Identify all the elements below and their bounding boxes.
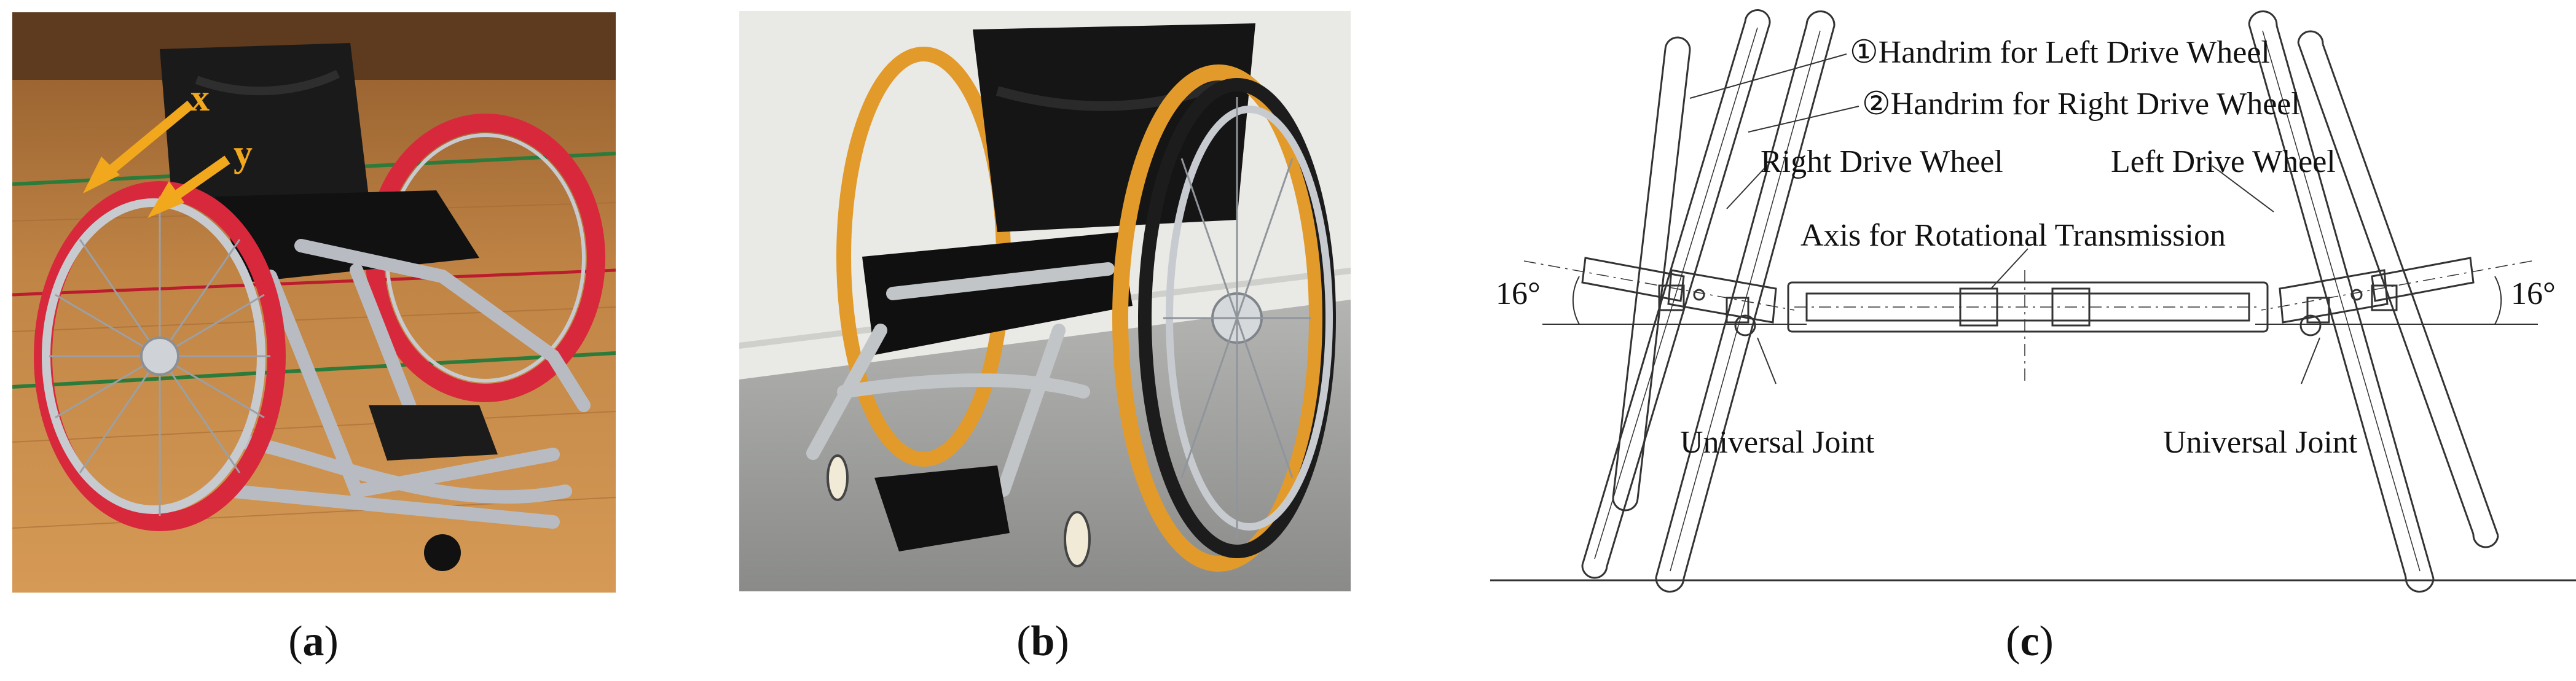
- leader-lines: [1689, 53, 2320, 384]
- right-drive-wheel-left-side: [1612, 36, 1691, 512]
- axis-label-x: x: [190, 77, 210, 119]
- left-handrim-drawing: [1581, 9, 1771, 579]
- caption-c-letter: c: [2020, 618, 2040, 665]
- anti-tip-caster: [424, 534, 461, 571]
- axis-for-rotational-transmission: [1787, 270, 2269, 381]
- caption-b-letter: b: [1031, 618, 1055, 665]
- photo-b-wheelchair: [739, 11, 1351, 591]
- drive-mechanism-diagram: ①Handrim for Left Drive Wheel ②Handrim f…: [1490, 9, 2576, 593]
- caption-a-letter: a: [302, 618, 324, 665]
- label-axis-rotational-transmission: Axis for Rotational Transmission: [1800, 218, 2226, 253]
- backrest: [973, 23, 1255, 232]
- seat: [215, 190, 479, 282]
- label-handrim-right-drive-wheel: ②Handrim for Right Drive Wheel: [1862, 87, 2300, 122]
- right-tire: [1112, 64, 1325, 572]
- caster-right: [1064, 511, 1091, 567]
- frame: [806, 262, 1115, 497]
- axis-arrows: [83, 100, 230, 218]
- label-universal-joint-left: Universal Joint: [1680, 425, 1875, 460]
- axis-label-y: y: [234, 133, 253, 174]
- caption-b: (b): [1016, 618, 1069, 665]
- label-angle-left: 16°: [1496, 276, 1541, 311]
- angle-marker-right: [2255, 276, 2538, 325]
- footplate: [874, 465, 1010, 551]
- left-joint-assembly: [1523, 257, 1795, 337]
- label-handrim-left-drive-wheel: ①Handrim for Left Drive Wheel: [1850, 35, 2270, 70]
- label-left-drive-wheel: Left Drive Wheel: [2111, 144, 2336, 179]
- caption-a: (a): [288, 618, 339, 665]
- label-right-drive-wheel: Right Drive Wheel: [1761, 144, 2003, 179]
- court-line-red: [12, 268, 616, 297]
- right-handrim-drawing: [2297, 30, 2499, 548]
- caption-c: (c): [2006, 618, 2054, 665]
- footplate: [369, 405, 498, 461]
- frame: [227, 239, 591, 529]
- label-angle-right: 16°: [2511, 276, 2556, 311]
- caster-left: [827, 454, 849, 501]
- wheel-spokes: [1163, 97, 1311, 539]
- left-drive-wheel-outline: [2248, 10, 2435, 593]
- wheel-hub: [140, 337, 179, 376]
- wheelchair-illustration-a: x y: [12, 12, 616, 593]
- photo-a-basketball-wheelchair: x y: [12, 12, 616, 593]
- backrest: [160, 43, 369, 203]
- label-universal-joint-right: Universal Joint: [2163, 425, 2358, 460]
- seat: [862, 232, 1133, 355]
- wheelchair-illustration-b: [739, 11, 1351, 591]
- schematic-c: ①Handrim for Left Drive Wheel ②Handrim f…: [1487, 0, 2576, 614]
- right-joint-assembly: [2261, 257, 2532, 337]
- angle-marker-left: [1542, 276, 1807, 325]
